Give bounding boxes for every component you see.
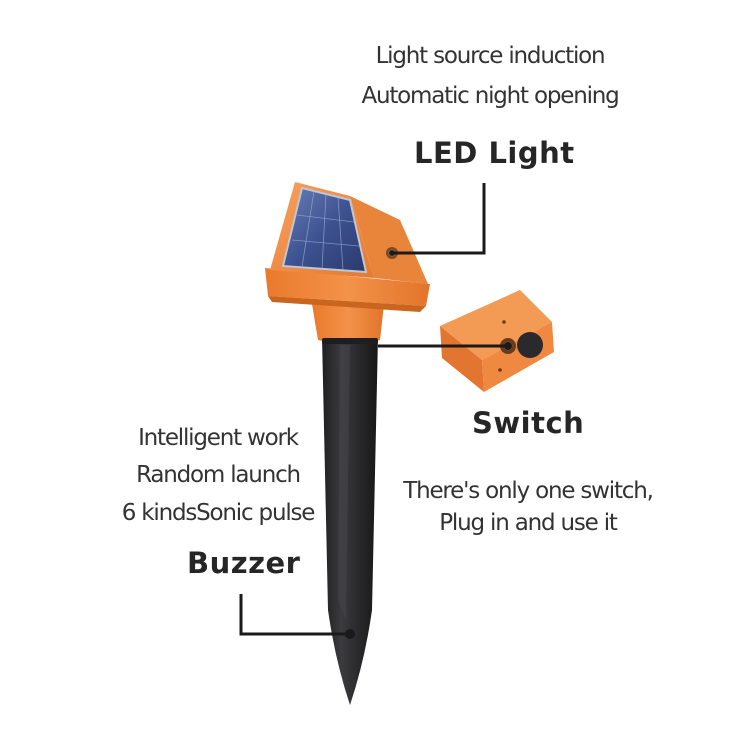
buzzer-feature-text: Random launch	[136, 462, 301, 488]
stake-highlight	[338, 345, 350, 620]
buzzer-feature-text: Intelligent work	[138, 425, 299, 451]
collar	[312, 304, 384, 344]
led-callout-line	[392, 183, 486, 255]
led-light-heading: LED Light	[414, 136, 575, 170]
switch-closeup-top	[440, 290, 552, 360]
housing-base	[265, 268, 430, 306]
stake-body	[322, 336, 378, 705]
switch-feature-text: Plug in and use it	[439, 510, 618, 536]
buzzer-heading: Buzzer	[187, 546, 301, 580]
switch-heading: Switch	[472, 406, 585, 440]
led-feature-text: Light source induction	[375, 43, 606, 69]
buzzer-callout-line	[239, 594, 350, 636]
solar-panel	[281, 186, 368, 274]
housing-roof-side	[350, 196, 428, 284]
buzzer-feature-text: 6 kindsSonic pulse	[121, 500, 316, 526]
switch-feature-text: There's only one switch,	[403, 478, 654, 504]
led-feature-text: Automatic night opening	[361, 83, 619, 109]
switch-closeup-front	[440, 326, 484, 392]
